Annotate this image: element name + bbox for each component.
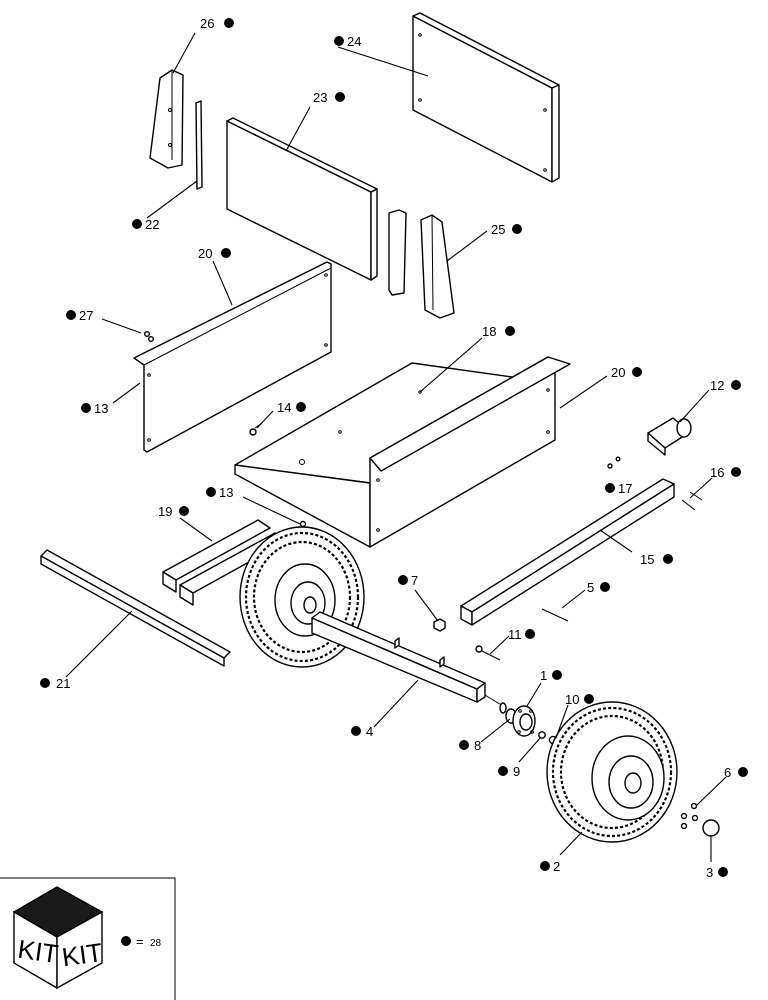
part-hitch-12 — [647, 417, 692, 456]
callout-27: 27 — [66, 308, 93, 323]
callout-8: 8 — [459, 738, 481, 753]
callout-23: 23 — [313, 90, 345, 105]
svg-text:KIT: KIT — [16, 934, 60, 969]
callout-16: 16 — [710, 465, 741, 480]
part-hardware-17 — [607, 456, 621, 469]
svg-text:18: 18 — [482, 324, 496, 339]
callout-labels: 26 24 23 22 25 20 27 13 — [40, 16, 748, 880]
callout-5: 5 — [587, 580, 610, 595]
svg-text:14: 14 — [277, 400, 291, 415]
part-hardware-27 — [143, 331, 154, 343]
part-cap-3 — [702, 819, 720, 837]
part-pin-5 — [541, 608, 569, 622]
callout-26: 26 — [200, 16, 234, 31]
callout-13-center: 13 — [206, 485, 233, 500]
callout-21: 21 — [40, 676, 70, 691]
part-lug-nuts-6 — [680, 802, 699, 830]
callout-14: 14 — [277, 400, 306, 415]
leader-lines — [65, 32, 727, 862]
part-bolt-11 — [475, 645, 501, 661]
callout-10: 10 — [565, 692, 594, 707]
svg-text:20: 20 — [198, 246, 212, 261]
svg-text:11: 11 — [508, 627, 522, 642]
svg-text:20: 20 — [611, 365, 625, 380]
callout-25: 25 — [491, 222, 522, 237]
callout-1: 1 — [540, 668, 562, 683]
callout-12: 12 — [710, 378, 741, 393]
part-bracket-25 — [388, 209, 455, 319]
svg-text:KIT: KIT — [60, 937, 104, 972]
svg-text:3: 3 — [706, 865, 713, 880]
svg-text:7: 7 — [411, 573, 418, 588]
svg-text:27: 27 — [79, 308, 93, 323]
callout-17: 17 — [605, 481, 632, 496]
kit-legend: KIT KIT = 28 — [0, 877, 176, 1000]
callout-3: 3 — [706, 865, 728, 880]
svg-text:2: 2 — [553, 859, 560, 874]
part-wheel-right — [546, 701, 678, 843]
part-axle-4 — [311, 611, 507, 714]
svg-text:=: = — [136, 934, 144, 949]
svg-text:13: 13 — [94, 401, 108, 416]
part-tongue-15 — [460, 478, 675, 626]
part-nut-7 — [433, 618, 446, 632]
svg-text:1: 1 — [540, 668, 547, 683]
svg-text:8: 8 — [474, 738, 481, 753]
part-nut-9 — [538, 731, 546, 739]
part-side-panel-20-right — [369, 356, 571, 548]
callout-20-right: 20 — [611, 365, 642, 380]
svg-text:23: 23 — [313, 90, 327, 105]
svg-text:28: 28 — [150, 938, 162, 949]
part-panel-24 — [412, 12, 560, 183]
kit-box-icon: KIT KIT — [12, 886, 104, 990]
callout-22: 22 — [132, 217, 159, 232]
part-pin-16 — [681, 491, 703, 511]
callout-4: 4 — [351, 724, 373, 739]
callout-15: 15 — [640, 552, 673, 567]
svg-text:12: 12 — [710, 378, 724, 393]
svg-text:25: 25 — [491, 222, 505, 237]
callout-19: 19 — [158, 504, 189, 519]
callout-7: 7 — [398, 573, 418, 588]
part-hub-1 — [505, 705, 536, 737]
svg-text:9: 9 — [513, 764, 520, 779]
svg-text:17: 17 — [618, 481, 632, 496]
svg-text:13: 13 — [219, 485, 233, 500]
callout-6: 6 — [724, 765, 748, 780]
part-side-panel-20-left — [133, 261, 332, 453]
callout-9: 9 — [498, 764, 520, 779]
callout-18: 18 — [482, 324, 515, 339]
part-bolt-14 — [249, 422, 263, 436]
part-strip-22 — [195, 100, 203, 190]
svg-text:4: 4 — [366, 724, 373, 739]
part-hardware-13 — [299, 520, 307, 528]
part-panel-23 — [226, 117, 378, 281]
svg-text:16: 16 — [710, 465, 724, 480]
callout-20-left: 20 — [198, 246, 231, 261]
part-rail-21 — [40, 549, 231, 667]
part-bracket-26 — [149, 69, 184, 169]
svg-text:10: 10 — [565, 692, 579, 707]
svg-text:15: 15 — [640, 552, 654, 567]
callout-24: 24 — [334, 34, 361, 49]
svg-text:21: 21 — [56, 676, 70, 691]
callout-2: 2 — [540, 859, 560, 874]
svg-text:6: 6 — [724, 765, 731, 780]
callout-13-left: 13 — [81, 401, 108, 416]
svg-text:5: 5 — [587, 580, 594, 595]
svg-text:19: 19 — [158, 504, 172, 519]
legend-dot — [121, 936, 131, 946]
callout-11: 11 — [508, 627, 535, 642]
svg-text:22: 22 — [145, 217, 159, 232]
svg-text:24: 24 — [347, 34, 361, 49]
svg-text:26: 26 — [200, 16, 214, 31]
